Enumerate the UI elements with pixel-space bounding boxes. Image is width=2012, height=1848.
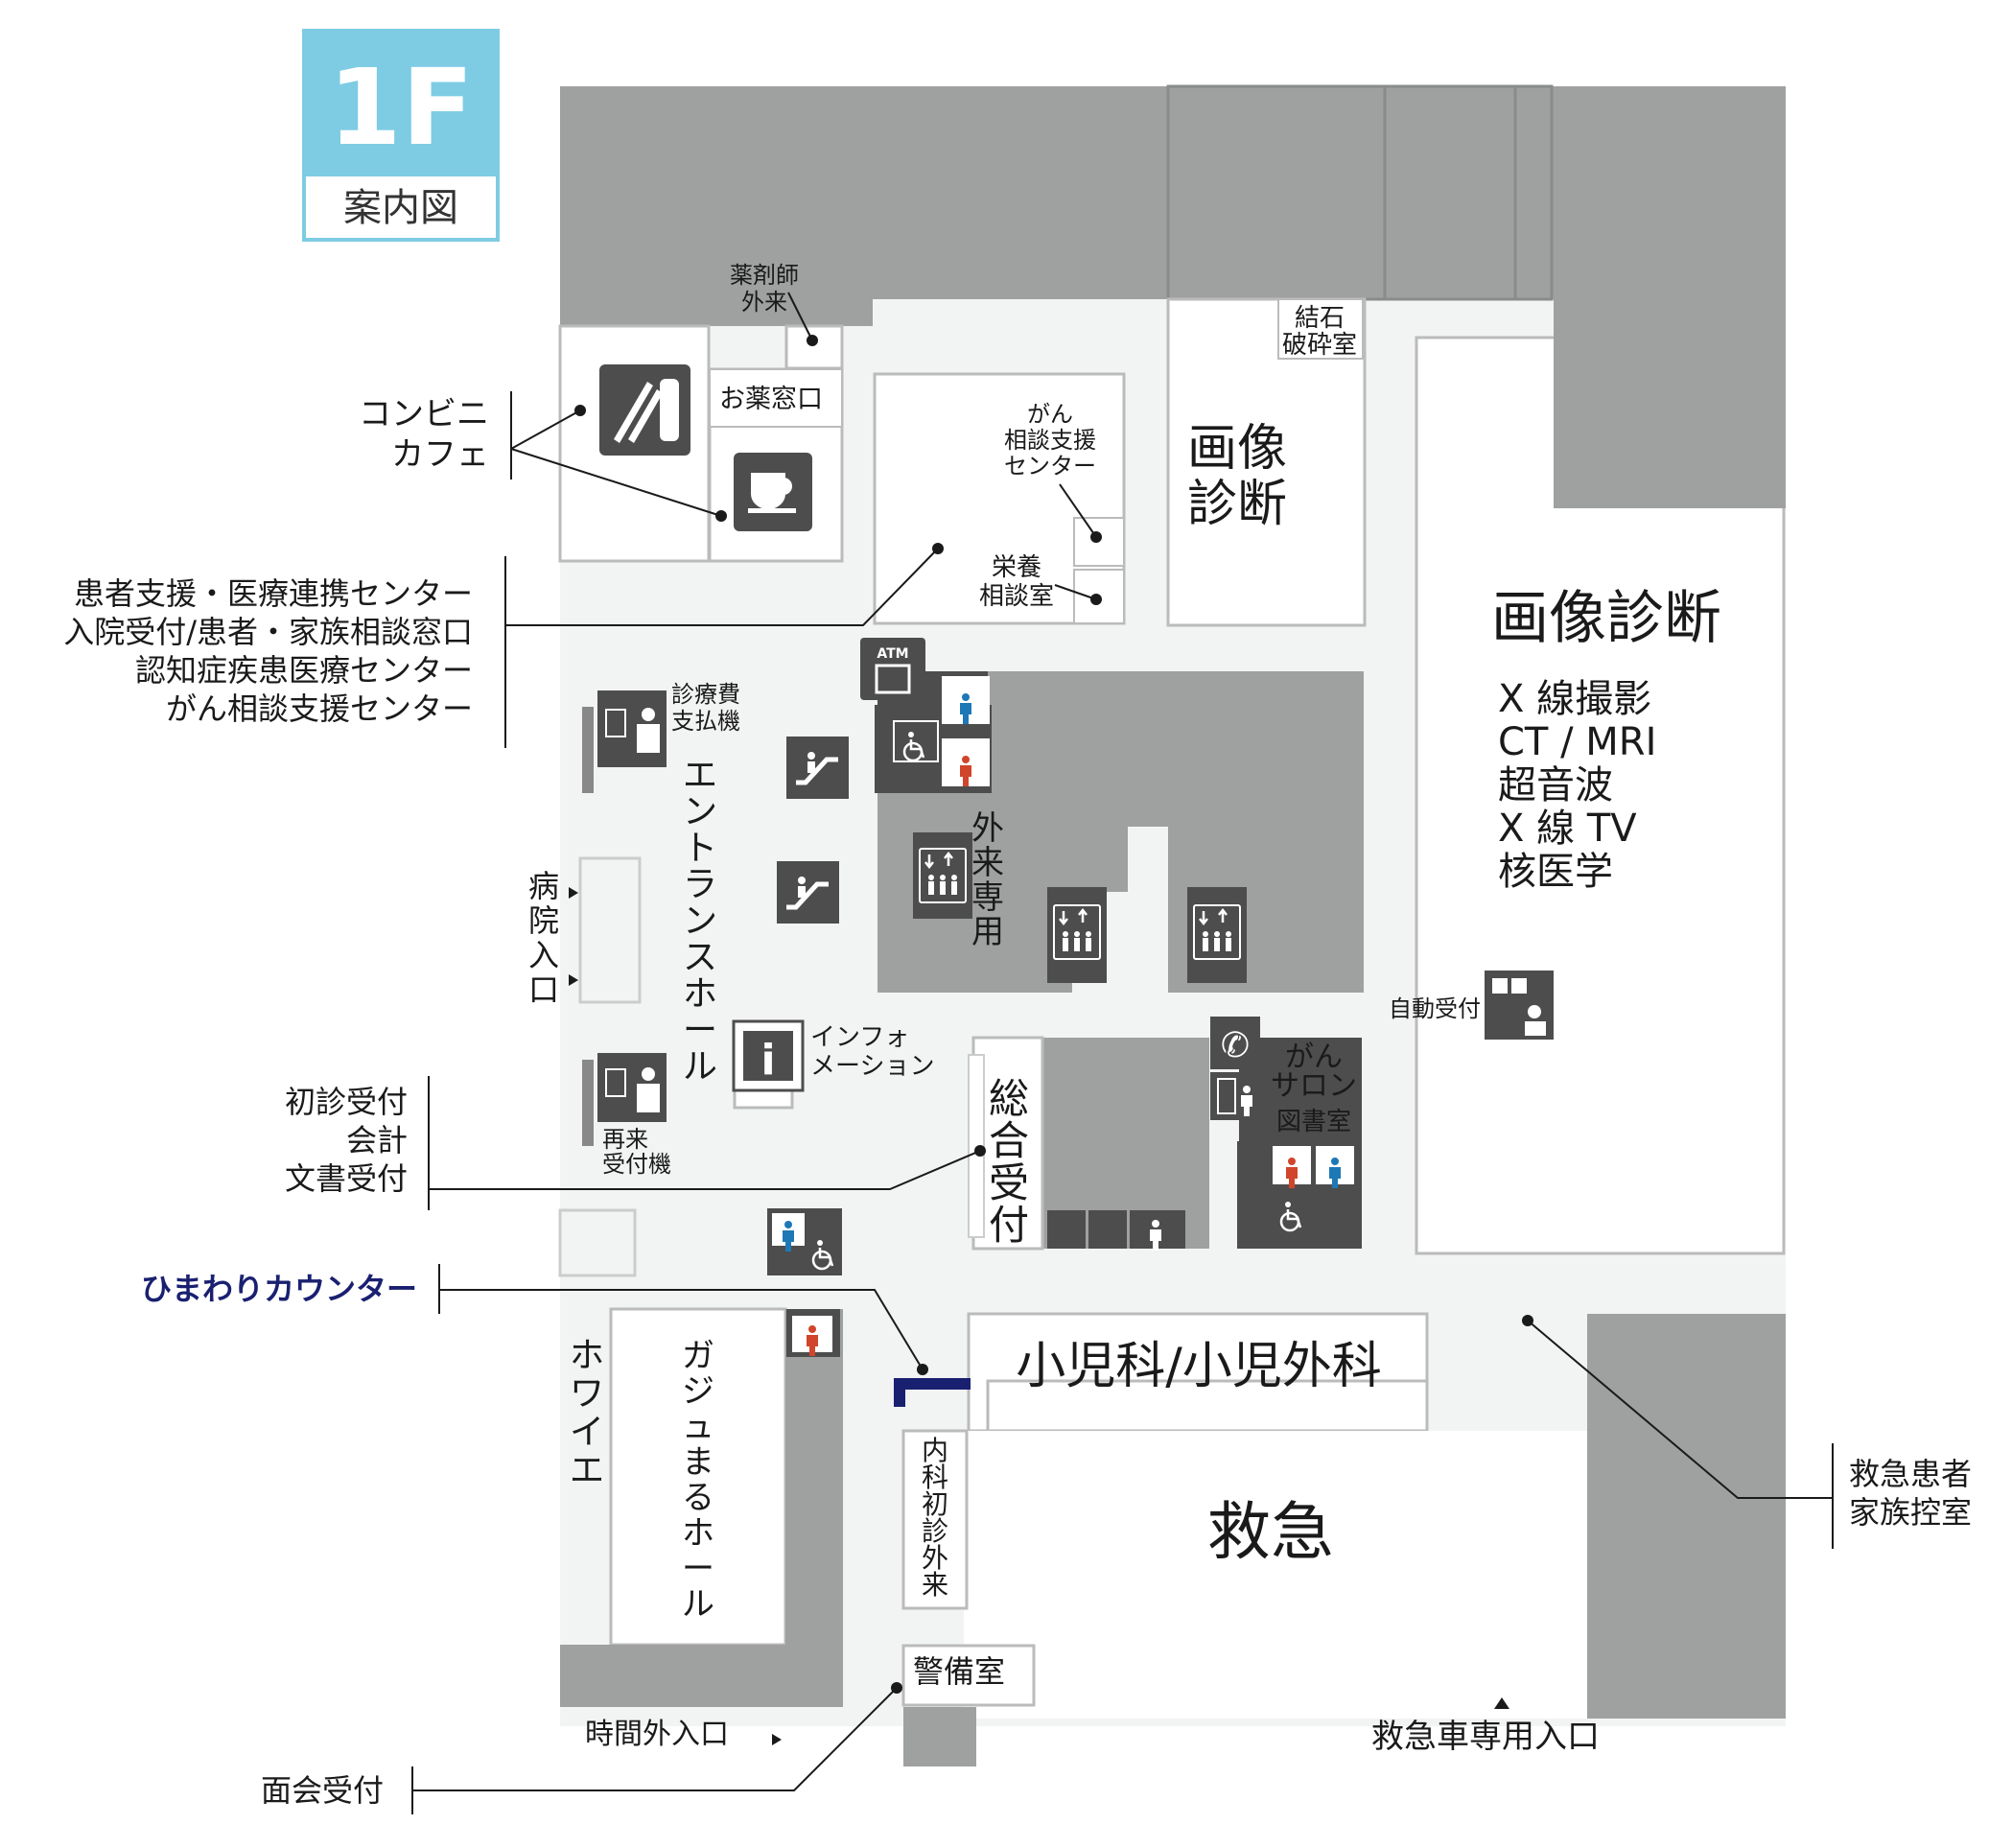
gajumaru-hall-label: ガジュまるホール (682, 1337, 714, 1624)
callout-first-visit-1: 会計 (346, 1122, 408, 1158)
callout-lines (411, 292, 1834, 1814)
hospital-entrance-label: 病院入口 (528, 868, 559, 1008)
after-hours-entrance: 時間外入口 (585, 1718, 729, 1751)
callout-patient-support-2: 認知症疾患医療センター (135, 652, 473, 689)
phone-icon: ✆ (1210, 1017, 1260, 1069)
foyer-label: ホワイエ (570, 1336, 604, 1490)
building (558, 84, 1786, 1766)
internal-medicine-label: 内科初診外来 (922, 1435, 948, 1601)
floor-map-subtitle: 案内図 (343, 186, 458, 230)
stone-room-label: 結石破砕室 (1282, 304, 1357, 360)
revisit-label: 再来受付機 (602, 1126, 671, 1178)
medicine-window-label: お薬窓口 (719, 385, 823, 414)
library-label: 図書室 (1276, 1108, 1351, 1136)
callout-patient-support-0: 患者支援・医療連携センター (74, 575, 473, 612)
imaging-item-3: X 線 TV (1498, 807, 1637, 851)
cancer-salon-label: がんサロン (1271, 1041, 1357, 1103)
nutrition-label: 栄養相談室 (979, 553, 1054, 611)
callout-himawari: ひまわりカウンター (141, 1271, 417, 1307)
escalator-icon (786, 737, 849, 799)
auto-reception-label: 自動受付 (1389, 995, 1481, 1022)
convenience-store-icon (599, 364, 690, 456)
imaging-item-0: X 線撮影 (1498, 677, 1651, 721)
elevator-icon-3 (1187, 887, 1247, 983)
callout-conv: コンビニ (359, 395, 489, 433)
callout-emergency-family-1: 家族控室 (1849, 1494, 1972, 1531)
floor-badge: 1F 案内図 (302, 29, 500, 242)
restroom-block-1 (875, 676, 992, 793)
restroom-female-icon-4 (792, 1316, 832, 1356)
atm-label: ATM (877, 646, 908, 662)
callout-patient-support-3: がん相談支援センター (166, 690, 473, 727)
imaging-item-1: CT / MRI (1498, 720, 1656, 764)
cafe-cup-icon (734, 453, 812, 531)
imaging-item-2: 超音波 (1498, 763, 1613, 807)
restroom-block-3 (767, 1208, 842, 1275)
outpatient-only-label: 外来専用 (971, 809, 1004, 951)
imaging-small-line2: 診断 (1187, 476, 1287, 533)
callout-first-visit-0: 初診受付 (285, 1084, 408, 1120)
imaging-small-line1: 画像 (1187, 420, 1287, 478)
payment-label: 診療費支払機 (671, 681, 740, 735)
auto-reception-icon (1485, 971, 1554, 1040)
escalator-icon-2 (777, 861, 839, 924)
cancer-support-label: がん相談支援センター (1004, 401, 1096, 480)
imaging-small-label: 画像診断 (1187, 420, 1287, 533)
atm-icon: ATM (860, 638, 925, 700)
info-label: インフォメーション (810, 1023, 934, 1081)
pediatrics-label: 小児科/小児外科 (1016, 1338, 1382, 1395)
imaging-item-4: 核医学 (1498, 850, 1613, 894)
restroom-block-2 (1237, 1141, 1358, 1249)
imaging-large-title: 画像診断 (1491, 585, 1721, 652)
elevator-icon (913, 832, 972, 919)
elevator-icon-2 (1047, 887, 1107, 983)
vending-machine-icon (1210, 1072, 1260, 1120)
entrance-hall-label: エントランスホール (683, 756, 717, 1087)
payment-machine-icon (597, 690, 667, 767)
svg-text:i: i (760, 1036, 775, 1085)
callout-patient-support-1: 入院受付/患者・家族相談窓口 (63, 614, 473, 650)
information-icon: i (732, 1019, 805, 1092)
floor-number: 1F (328, 46, 474, 169)
ambulance-entrance: 救急車専用入口 (1371, 1718, 1600, 1756)
general-reception-label: 総合受付 (989, 1075, 1029, 1249)
callout-first-visit-2: 文書受付 (285, 1160, 408, 1197)
revisit-machine-icon (597, 1053, 667, 1122)
callout-cafe: カフェ (391, 435, 489, 474)
callout-visitor: 面会受付 (261, 1772, 384, 1809)
svg-text:✆: ✆ (1221, 1026, 1250, 1065)
callout-emergency-family-0: 救急患者 (1849, 1456, 1972, 1492)
callout-dots (574, 335, 1533, 1694)
security-room-label: 警備室 (913, 1653, 1005, 1690)
pharmacist-label: 薬剤師外来 (730, 262, 799, 316)
emergency-label: 救急 (1207, 1495, 1334, 1569)
